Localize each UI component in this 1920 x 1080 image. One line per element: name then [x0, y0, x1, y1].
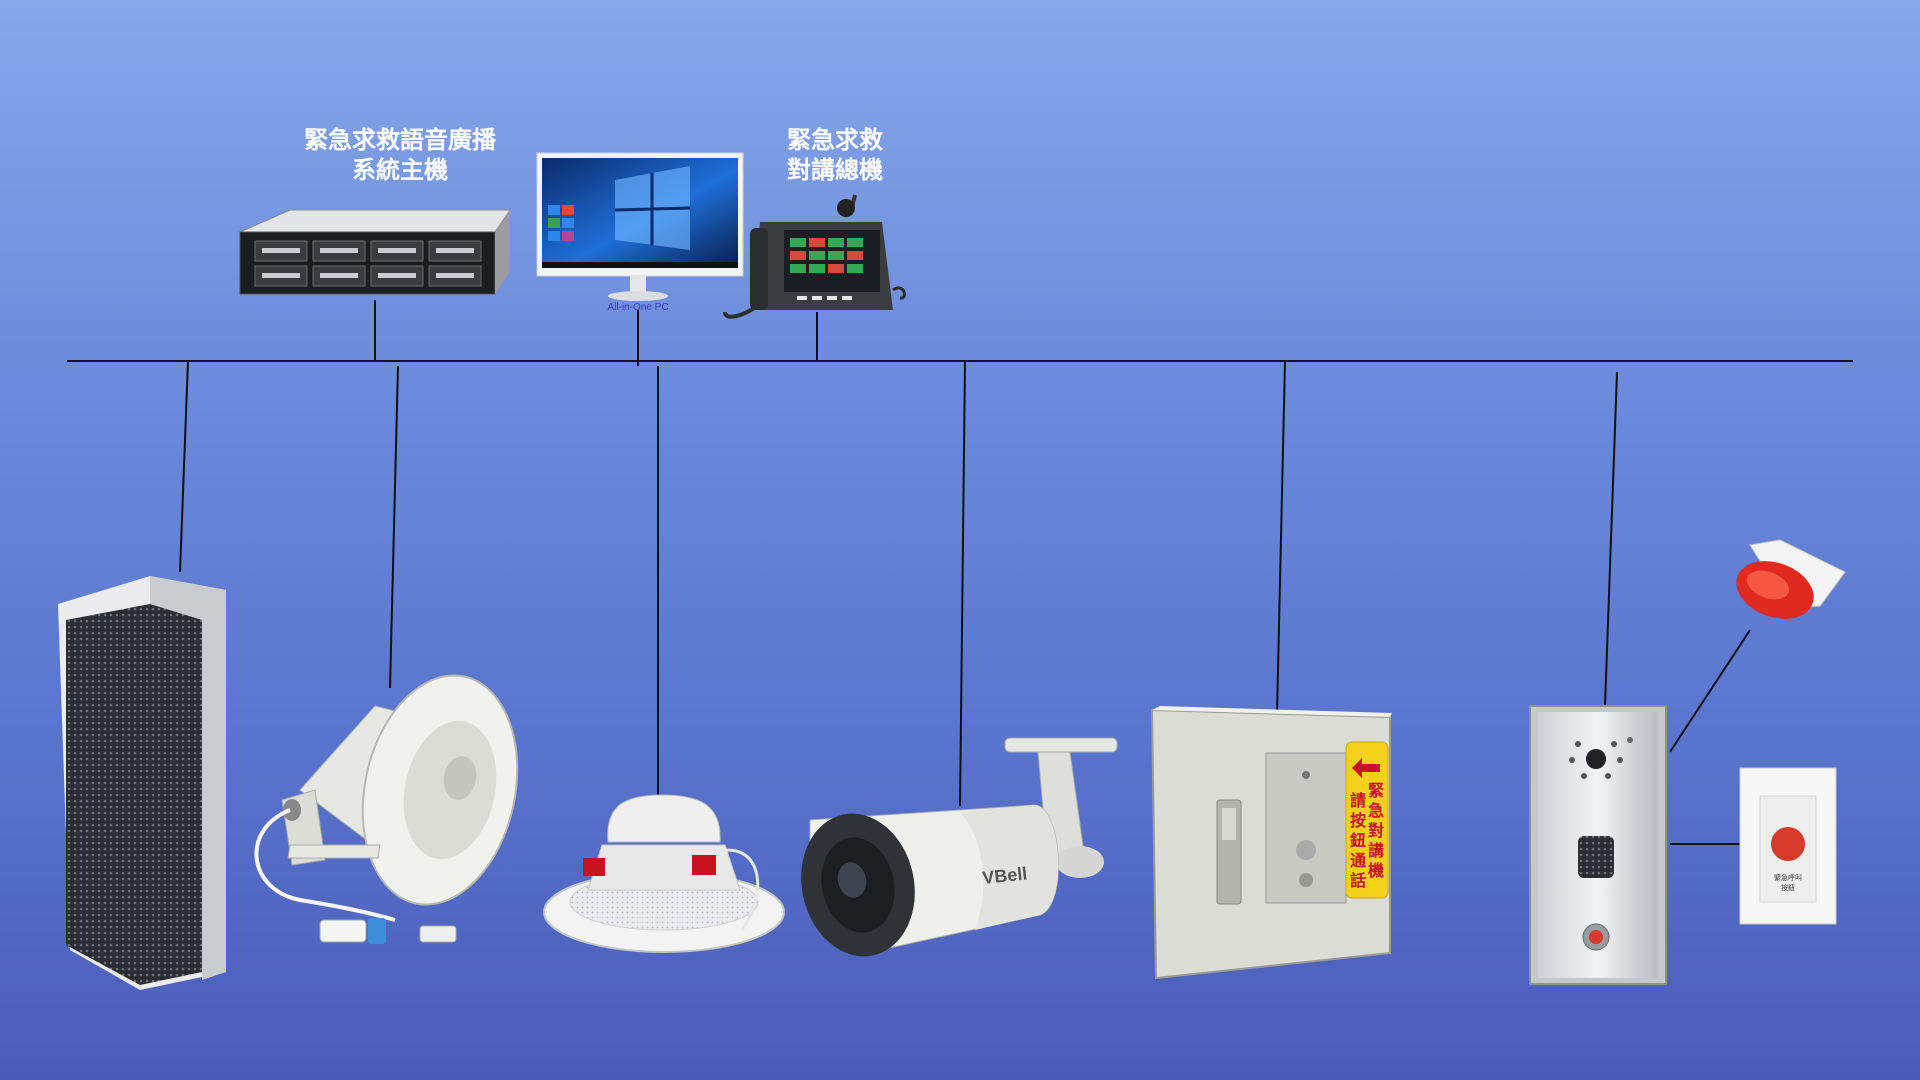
camera-brand-text: VBell: [981, 863, 1028, 888]
intercom-label-line1: 緊急求救: [787, 126, 883, 154]
emergency-intercom-cabinet: 請 按 鈕 通 話 緊 急 對 講 機: [1150, 706, 1392, 980]
server-label: 緊急求救語音廣播 系統主機: [290, 125, 510, 185]
server-label-line1: 緊急求救語音廣播: [304, 126, 496, 154]
column-speaker: [58, 576, 226, 990]
button-caption-2: 按鈕: [1781, 883, 1795, 892]
cabinet-sign-char: 機: [1368, 861, 1384, 880]
help-point-intercom: [1529, 705, 1667, 985]
column-speaker-link: [179, 360, 189, 573]
network-lines: [67, 300, 1853, 845]
intercom-master-label: 緊急求救 對講總機: [760, 125, 910, 185]
strobe-alarm-light: [1736, 539, 1846, 619]
cabinet-sign-char: 話: [1350, 871, 1366, 890]
cabinet-sign-char: 通: [1350, 851, 1366, 870]
pc-caption: All-in-One PC: [607, 302, 668, 313]
cabinet-sign-char: 講: [1368, 841, 1384, 860]
intercom-label-line2: 對講總機: [787, 156, 883, 184]
cabinet-link: [1276, 360, 1286, 715]
cabinet-sign-char: 緊: [1368, 781, 1384, 800]
cabinet-sign-char: 鈕: [1350, 831, 1366, 850]
server-label-line2: 系統主機: [352, 156, 448, 184]
all-in-one-pc: All-in-One PC: [536, 152, 744, 313]
button-caption-1: 緊急呼叫: [1774, 873, 1802, 882]
help-point-link: [1604, 371, 1618, 707]
cabinet-sign-char: 按: [1350, 811, 1366, 830]
horn-speaker-link: [389, 365, 399, 689]
cabinet-sign-char: 請: [1350, 791, 1366, 810]
cabinet-sign-char: 急: [1368, 801, 1384, 820]
cabinet-sign-char: 對: [1368, 821, 1384, 840]
ceiling-speaker: [543, 794, 785, 953]
horn-speaker: [254, 674, 519, 944]
bullet-camera: VBell: [801, 737, 1118, 957]
camera-link: [959, 360, 966, 807]
emergency-call-button: 緊急呼叫 按鈕: [1739, 767, 1837, 925]
intercom-master-station: [723, 194, 906, 319]
strobe-link: [1669, 629, 1751, 753]
rack-server: [239, 209, 511, 295]
